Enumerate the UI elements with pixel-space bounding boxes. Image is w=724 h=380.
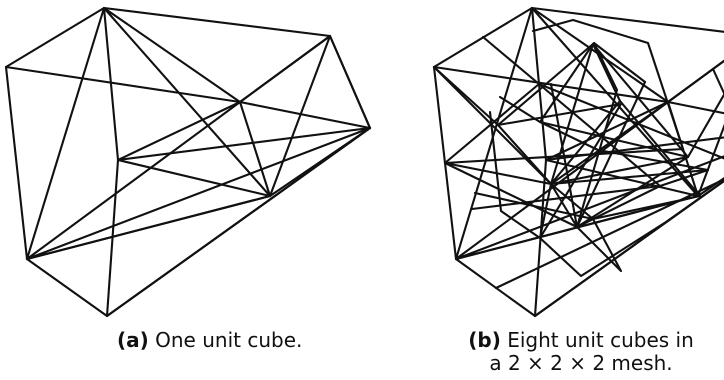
mesh-b-mid-vertical-side: [488, 67, 724, 278]
mesh-b-mid-plane-depth: [470, 95, 710, 211]
caption-panel-a: (a) One unit cube.: [117, 329, 302, 352]
mesh-b-outer-back: [530, 6, 724, 318]
mesh-b-mid-vertical-front: [549, 41, 647, 229]
caption-tag-b: (b): [468, 328, 501, 352]
cube-a-top-face: [4, 6, 332, 104]
mesh-b-sub-diagonals-2: [496, 102, 623, 240]
mesh-b-diagonals-front: [454, 6, 724, 261]
mesh-b-sub-diagonals-7: [443, 161, 710, 186]
cube-a-diagonals-rear: [116, 34, 372, 198]
caption-tag-a: (a): [117, 328, 149, 352]
figure-canvas: [4, 6, 724, 318]
cube-a-diagonals: [25, 6, 372, 261]
mesh-b-sub-diagonals-3: [538, 42, 690, 229]
mesh-b-sub-diagonals-6: [432, 42, 724, 159]
mesh-b-mid-horizontal-front: [443, 18, 685, 165]
caption-text-a: One unit cube.: [155, 328, 303, 352]
panel-b-mesh-wireframe: [432, 6, 724, 318]
mesh-b-mid-horizontal-lower: [481, 35, 724, 290]
caption-text-b-line2: a 2 × 2 × 2 mesh.: [489, 351, 673, 375]
caption-text-b-line1: Eight unit cubes in: [507, 328, 694, 352]
panel-a-cube-wireframe: [4, 6, 372, 318]
